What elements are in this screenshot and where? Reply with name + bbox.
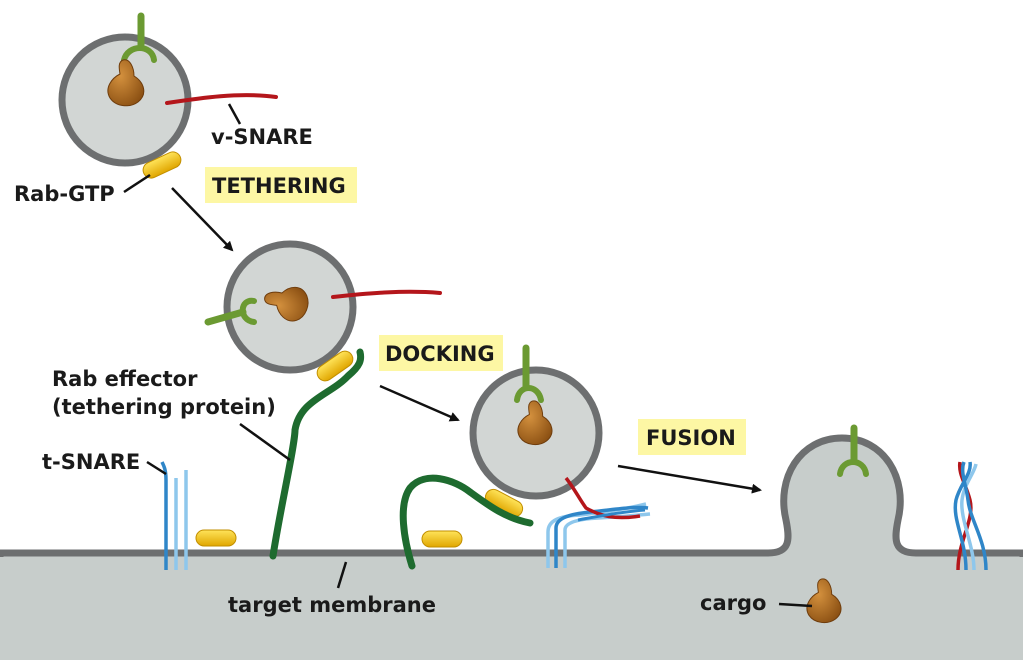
- arrow-fusion: [617, 464, 762, 494]
- t-snare-left: [160, 461, 188, 570]
- label-v-snare: v-SNARE: [211, 125, 313, 149]
- vesicle-1: [58, 12, 278, 182]
- vesicle-2: [204, 240, 442, 385]
- arrow-docking-to-fusion: [379, 384, 460, 422]
- label-t-snare: t-SNARE: [42, 450, 140, 474]
- stage-fusion: FUSION: [646, 426, 736, 450]
- label-target-membrane: target membrane: [228, 593, 436, 617]
- label-rab-gtp: Rab-GTP: [14, 182, 115, 206]
- rab-effector-tethering: [269, 348, 365, 560]
- rab-gtp-membrane: [195, 529, 237, 547]
- rab-gtp-membrane-2: [421, 530, 463, 548]
- rab-effector-docking: [399, 474, 534, 570]
- arrow-tethering-to-docking: [171, 187, 234, 252]
- stage-docking: DOCKING: [385, 342, 495, 366]
- snare-complex-docking: [546, 476, 651, 568]
- snare-complex-fused: [953, 461, 988, 571]
- label-cargo: cargo: [700, 591, 766, 615]
- vesicle-3: [469, 344, 603, 520]
- label-rab-effector-2: (tethering protein): [52, 395, 276, 419]
- stage-tethering: TETHERING: [212, 174, 346, 198]
- label-rab-effector-1: Rab effector: [52, 367, 198, 391]
